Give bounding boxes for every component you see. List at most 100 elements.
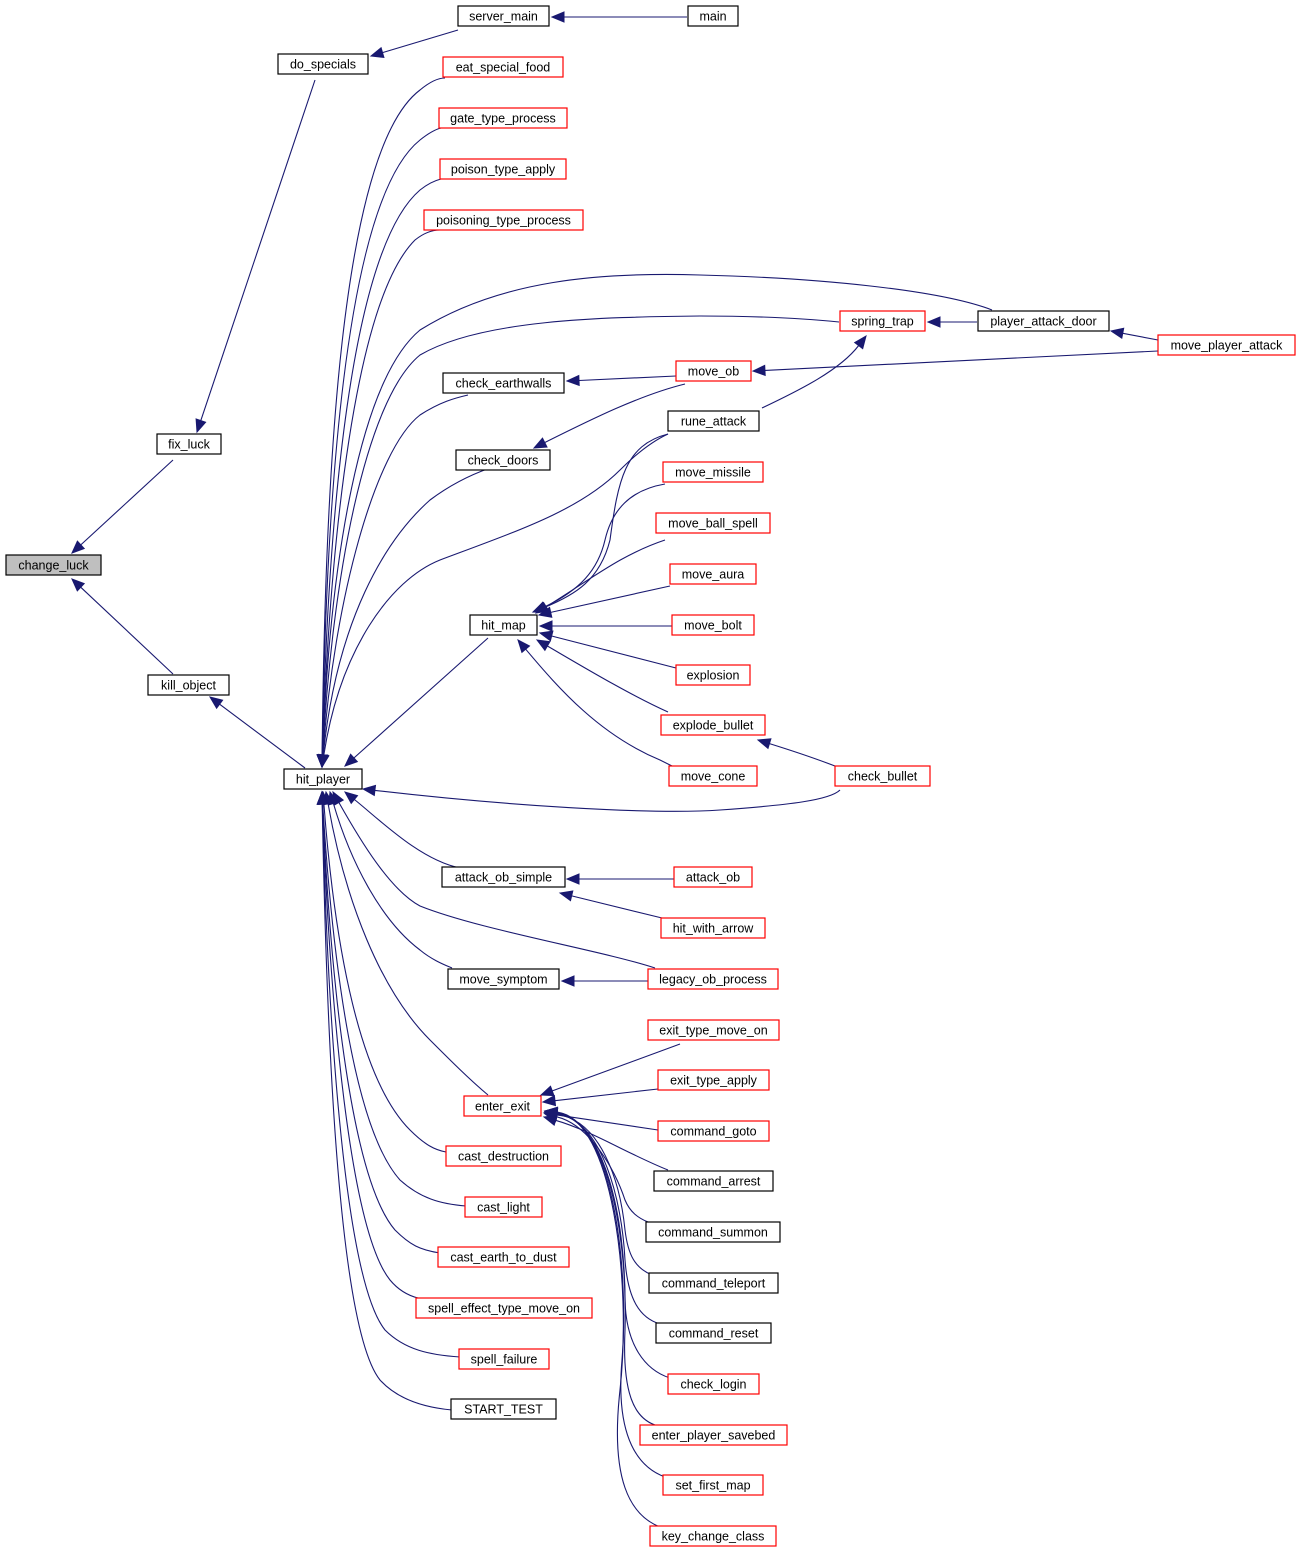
node-box[interactable] xyxy=(445,1145,562,1167)
node-box[interactable] xyxy=(669,563,757,585)
node-box[interactable] xyxy=(657,1069,770,1091)
node-box[interactable] xyxy=(5,554,102,576)
node-box[interactable] xyxy=(660,714,766,736)
node-command_arrest[interactable]: command_arrest xyxy=(653,1170,774,1192)
node-move_symptom[interactable]: move_symptom xyxy=(447,968,560,990)
node-kill_object[interactable]: kill_object xyxy=(147,674,230,696)
node-explode_bullet[interactable]: explode_bullet xyxy=(660,714,766,736)
node-box[interactable] xyxy=(439,158,567,180)
node-box[interactable] xyxy=(675,360,752,382)
node-check_login[interactable]: check_login xyxy=(667,1373,760,1395)
node-box[interactable] xyxy=(458,1348,550,1370)
node-check_doors[interactable]: check_doors xyxy=(455,449,551,471)
node-box[interactable] xyxy=(645,1221,781,1243)
node-move_player_attack[interactable]: move_player_attack xyxy=(1157,334,1296,356)
node-player_attack_door[interactable]: player_attack_door xyxy=(977,310,1110,332)
node-box[interactable] xyxy=(648,1272,779,1294)
node-key_change_class[interactable]: key_change_class xyxy=(649,1525,777,1547)
node-rune_attack[interactable]: rune_attack xyxy=(667,410,760,432)
node-box[interactable] xyxy=(277,53,369,75)
node-box[interactable] xyxy=(1157,334,1296,356)
node-set_first_map[interactable]: set_first_map xyxy=(662,1474,764,1496)
node-box[interactable] xyxy=(662,1474,764,1496)
node-box[interactable] xyxy=(639,1424,788,1446)
node-eat_special_food[interactable]: eat_special_food xyxy=(442,56,564,78)
node-enter_player_savebed[interactable]: enter_player_savebed xyxy=(639,1424,788,1446)
node-box[interactable] xyxy=(647,968,779,990)
node-poisoning_type_process[interactable]: poisoning_type_process xyxy=(423,209,584,231)
node-box[interactable] xyxy=(834,765,931,787)
node-box[interactable] xyxy=(147,674,230,696)
node-poison_type_apply[interactable]: poison_type_apply xyxy=(439,158,567,180)
node-box[interactable] xyxy=(977,310,1110,332)
node-box[interactable] xyxy=(671,614,755,636)
node-box[interactable] xyxy=(442,372,565,394)
node-check_earthwalls[interactable]: check_earthwalls xyxy=(442,372,565,394)
node-box[interactable] xyxy=(662,461,764,483)
node-attack_ob_simple[interactable]: attack_ob_simple xyxy=(441,866,566,888)
node-enter_exit[interactable]: enter_exit xyxy=(463,1095,542,1117)
node-do_specials[interactable]: do_specials xyxy=(277,53,369,75)
node-box[interactable] xyxy=(667,1373,760,1395)
node-box[interactable] xyxy=(283,768,363,790)
node-cast_destruction[interactable]: cast_destruction xyxy=(445,1145,562,1167)
node-spell_failure[interactable]: spell_failure xyxy=(458,1348,550,1370)
node-box[interactable] xyxy=(450,1398,557,1420)
node-change_luck[interactable]: change_luck xyxy=(5,554,102,576)
node-check_bullet[interactable]: check_bullet xyxy=(834,765,931,787)
node-box[interactable] xyxy=(839,310,926,332)
node-move_missile[interactable]: move_missile xyxy=(662,461,764,483)
node-box[interactable] xyxy=(463,1095,542,1117)
node-box[interactable] xyxy=(156,433,222,455)
node-server_main[interactable]: server_main xyxy=(457,5,550,27)
node-box[interactable] xyxy=(675,664,751,686)
node-gate_type_process[interactable]: gate_type_process xyxy=(438,107,568,129)
node-box[interactable] xyxy=(457,5,550,27)
node-exit_type_apply[interactable]: exit_type_apply xyxy=(657,1069,770,1091)
node-cast_light[interactable]: cast_light xyxy=(464,1196,543,1218)
node-box[interactable] xyxy=(423,209,584,231)
node-move_aura[interactable]: move_aura xyxy=(669,563,757,585)
node-command_summon[interactable]: command_summon xyxy=(645,1221,781,1243)
node-exit_type_move_on[interactable]: exit_type_move_on xyxy=(647,1019,780,1041)
node-move_ob[interactable]: move_ob xyxy=(675,360,752,382)
node-box[interactable] xyxy=(655,1322,772,1344)
node-box[interactable] xyxy=(673,866,753,888)
node-box[interactable] xyxy=(647,1019,780,1041)
node-command_reset[interactable]: command_reset xyxy=(655,1322,772,1344)
node-move_cone[interactable]: move_cone xyxy=(668,765,758,787)
node-box[interactable] xyxy=(668,765,758,787)
node-box[interactable] xyxy=(437,1246,570,1268)
node-box[interactable] xyxy=(687,5,739,27)
node-cast_earth_to_dust[interactable]: cast_earth_to_dust xyxy=(437,1246,570,1268)
node-box[interactable] xyxy=(655,512,771,534)
node-box[interactable] xyxy=(653,1170,774,1192)
node-hit_with_arrow[interactable]: hit_with_arrow xyxy=(660,917,766,939)
node-box[interactable] xyxy=(415,1297,593,1319)
node-START_TEST[interactable]: START_TEST xyxy=(450,1398,557,1420)
node-fix_luck[interactable]: fix_luck xyxy=(156,433,222,455)
node-command_teleport[interactable]: command_teleport xyxy=(648,1272,779,1294)
node-box[interactable] xyxy=(660,917,766,939)
node-hit_map[interactable]: hit_map xyxy=(469,614,538,636)
node-move_bolt[interactable]: move_bolt xyxy=(671,614,755,636)
node-box[interactable] xyxy=(441,866,566,888)
node-explosion[interactable]: explosion xyxy=(675,664,751,686)
node-legacy_ob_process[interactable]: legacy_ob_process xyxy=(647,968,779,990)
node-box[interactable] xyxy=(657,1120,770,1142)
node-box[interactable] xyxy=(464,1196,543,1218)
node-box[interactable] xyxy=(442,56,564,78)
node-box[interactable] xyxy=(438,107,568,129)
node-command_goto[interactable]: command_goto xyxy=(657,1120,770,1142)
node-main[interactable]: main xyxy=(687,5,739,27)
node-spell_effect_type_move_on[interactable]: spell_effect_type_move_on xyxy=(415,1297,593,1319)
node-move_ball_spell[interactable]: move_ball_spell xyxy=(655,512,771,534)
node-attack_ob[interactable]: attack_ob xyxy=(673,866,753,888)
node-box[interactable] xyxy=(469,614,538,636)
node-box[interactable] xyxy=(649,1525,777,1547)
node-box[interactable] xyxy=(667,410,760,432)
node-hit_player[interactable]: hit_player xyxy=(283,768,363,790)
node-box[interactable] xyxy=(447,968,560,990)
node-box[interactable] xyxy=(455,449,551,471)
node-spring_trap[interactable]: spring_trap xyxy=(839,310,926,332)
